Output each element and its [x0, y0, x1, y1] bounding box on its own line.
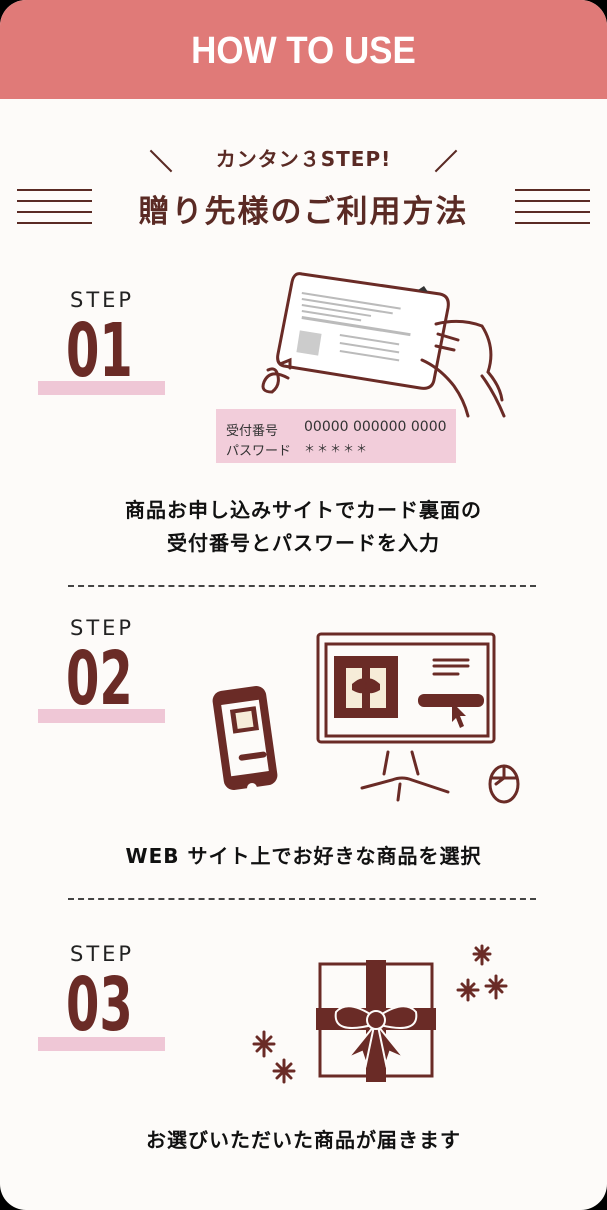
- intro-subtitle: カンタン３STEP!: [215, 147, 392, 171]
- step-highlight-bar: [38, 1037, 165, 1051]
- password-label: パスワード: [226, 444, 292, 459]
- step-description-line2: 受付番号とパスワードを入力: [167, 531, 440, 555]
- password-value: ＊＊＊＊＊: [304, 442, 369, 455]
- step-description-line1: お選びいただいた商品が届きます: [146, 1128, 461, 1152]
- step-label: STEP: [70, 616, 135, 640]
- gift-box-illustration: [252, 944, 508, 1084]
- receipt-number-value: 00000 000000 0000: [304, 419, 447, 435]
- step-number: 03: [66, 962, 133, 1048]
- step-description-line1: 商品お申し込みサイトでカード裏面の: [125, 498, 482, 522]
- step-highlight-bar: [38, 381, 165, 395]
- step-number: 02: [66, 636, 133, 722]
- phone-and-monitor-illustration: [212, 632, 520, 804]
- right-lines-decoration: [515, 189, 590, 233]
- left-lines-decoration: [17, 189, 92, 233]
- dashed-divider: [68, 898, 536, 900]
- intro-title: 贈り先様のご利用方法: [138, 194, 469, 230]
- step-label: STEP: [70, 942, 135, 966]
- header-banner: HOW TO USE: [0, 0, 607, 99]
- receipt-number-label: 受付番号: [226, 424, 279, 439]
- step-number: 01: [66, 308, 133, 394]
- step-description-line1: WEB サイト上でお好きな商品を選択: [125, 844, 482, 868]
- credentials-box: 受付番号 00000 000000 0000 パスワード ＊＊＊＊＊: [216, 409, 456, 463]
- dashed-divider: [68, 585, 536, 587]
- hand-holding-card-illustration: [261, 272, 506, 418]
- step-highlight-bar: [38, 709, 165, 723]
- step-label: STEP: [70, 288, 135, 312]
- header-title: HOW TO USE: [191, 30, 416, 72]
